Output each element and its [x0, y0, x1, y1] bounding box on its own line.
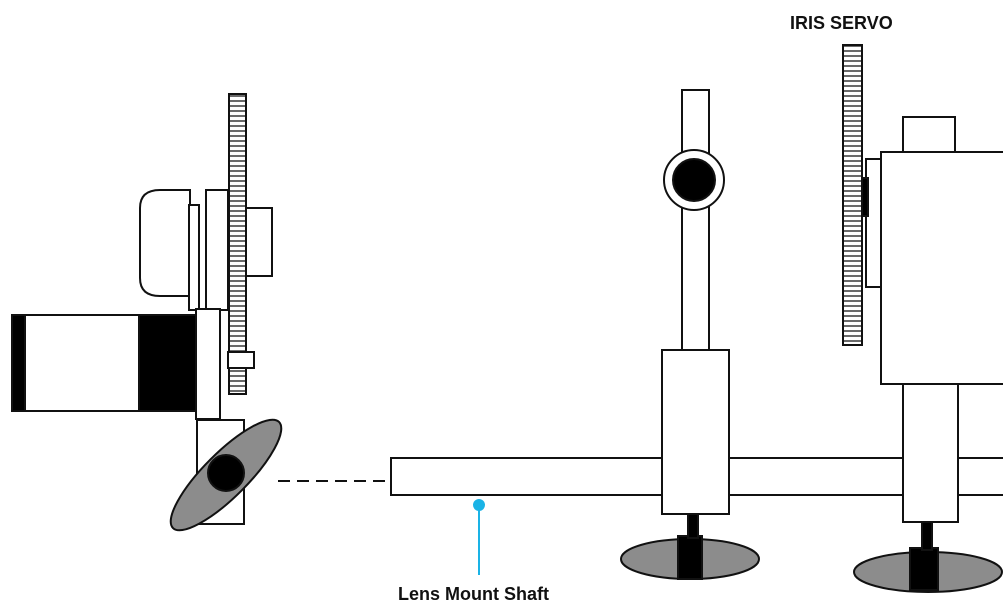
lens-mount-shaft-callout	[473, 499, 485, 575]
right-screw	[909, 547, 939, 591]
servo-top-cap	[902, 116, 956, 156]
left-gear-hub	[245, 207, 273, 277]
middle-post-assembly	[620, 89, 760, 580]
iris-gear-hub	[861, 177, 869, 217]
left-mount-plate	[188, 204, 200, 311]
left-gear	[228, 93, 247, 395]
servo-side-plate	[865, 158, 882, 288]
left-bracket	[195, 308, 221, 420]
middle-screw-cap	[687, 513, 699, 539]
iris-servo-assembly	[842, 44, 1003, 593]
lens-mount-shaft-label: Lens Mount Shaft	[398, 584, 549, 604]
middle-post-rod	[681, 89, 710, 353]
iris-gear	[842, 44, 863, 346]
middle-knob	[672, 158, 716, 202]
right-post-rod	[902, 382, 959, 523]
middle-screw	[677, 535, 703, 580]
left-pivot-knob	[207, 454, 245, 492]
left-mount-plate-inner	[205, 189, 229, 311]
iris-servo-label: IRIS SERVO	[790, 13, 893, 33]
callout-dot	[473, 499, 485, 511]
right-screw-cap	[921, 521, 933, 551]
middle-clamp-block	[661, 349, 730, 515]
servo-body	[880, 151, 1003, 385]
left-motor-cap	[139, 189, 191, 297]
left-gear-nut	[227, 351, 255, 369]
left-motor-endcap	[11, 314, 26, 412]
left-motor-assembly	[11, 93, 283, 532]
left-motor-band	[138, 314, 197, 412]
